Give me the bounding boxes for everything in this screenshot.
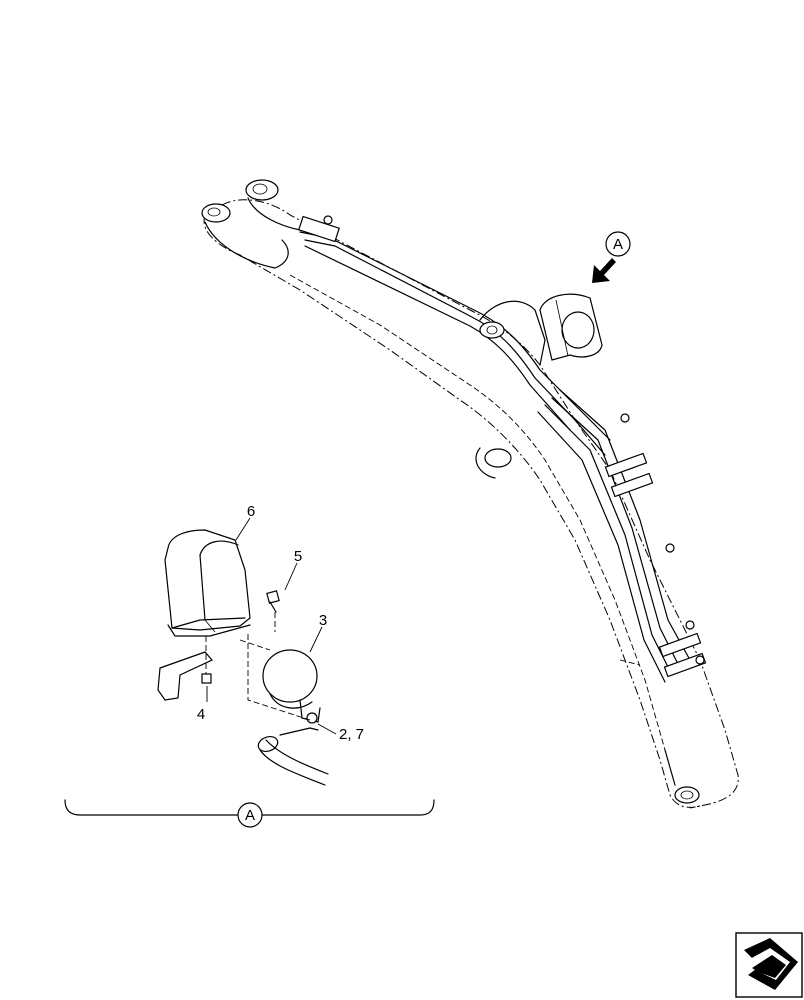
arm-pipe-3	[544, 404, 673, 676]
arm-pipe-2	[551, 397, 681, 669]
detail-label: A	[245, 807, 255, 824]
hydraulic-pipe-3	[304, 245, 571, 431]
detail-brace	[64, 799, 435, 816]
next-page-arrow-icon[interactable]	[735, 932, 803, 998]
boom-assembly	[201, 179, 739, 809]
boom-inner-line	[289, 274, 666, 751]
boom-work-light	[561, 311, 595, 349]
boom-lower-boss	[484, 448, 512, 468]
callout-2-7: 2, 7	[339, 726, 364, 743]
light-guard-part	[164, 529, 251, 637]
pipe-clamp-root	[298, 215, 340, 243]
callout-6: 6	[247, 503, 255, 520]
boom-foot-lug-left	[201, 203, 231, 223]
boom-outline-lower	[203, 214, 701, 808]
arm-pipe-4	[537, 411, 666, 683]
bolt-part	[266, 590, 280, 632]
work-light-part	[262, 649, 321, 724]
view-marker-circle	[605, 231, 631, 257]
hydraulic-pipe-2	[304, 239, 606, 456]
view-arrow-a: A	[592, 231, 631, 283]
detail-label-circle	[237, 802, 263, 828]
boom-outline-upper	[221, 199, 739, 809]
view-arrow-icon	[592, 258, 616, 283]
pipe-clamps	[604, 413, 707, 678]
callout-3: 3	[319, 612, 327, 629]
boom-cylinder-pin	[479, 321, 505, 339]
arm-pipe-1	[559, 389, 691, 661]
callout-5: 5	[294, 548, 302, 565]
arm-tip-pin	[674, 786, 700, 804]
wire-harness-part	[257, 727, 329, 786]
bracket-part	[157, 636, 213, 701]
view-arrow-label: A	[613, 236, 623, 253]
hydraulic-pipe-1	[299, 231, 611, 441]
callout-4: 4	[197, 706, 205, 723]
detail-a-view: 6 5 3 4 2, 7 A	[64, 503, 435, 828]
boom-foot-lug-right	[245, 179, 279, 201]
